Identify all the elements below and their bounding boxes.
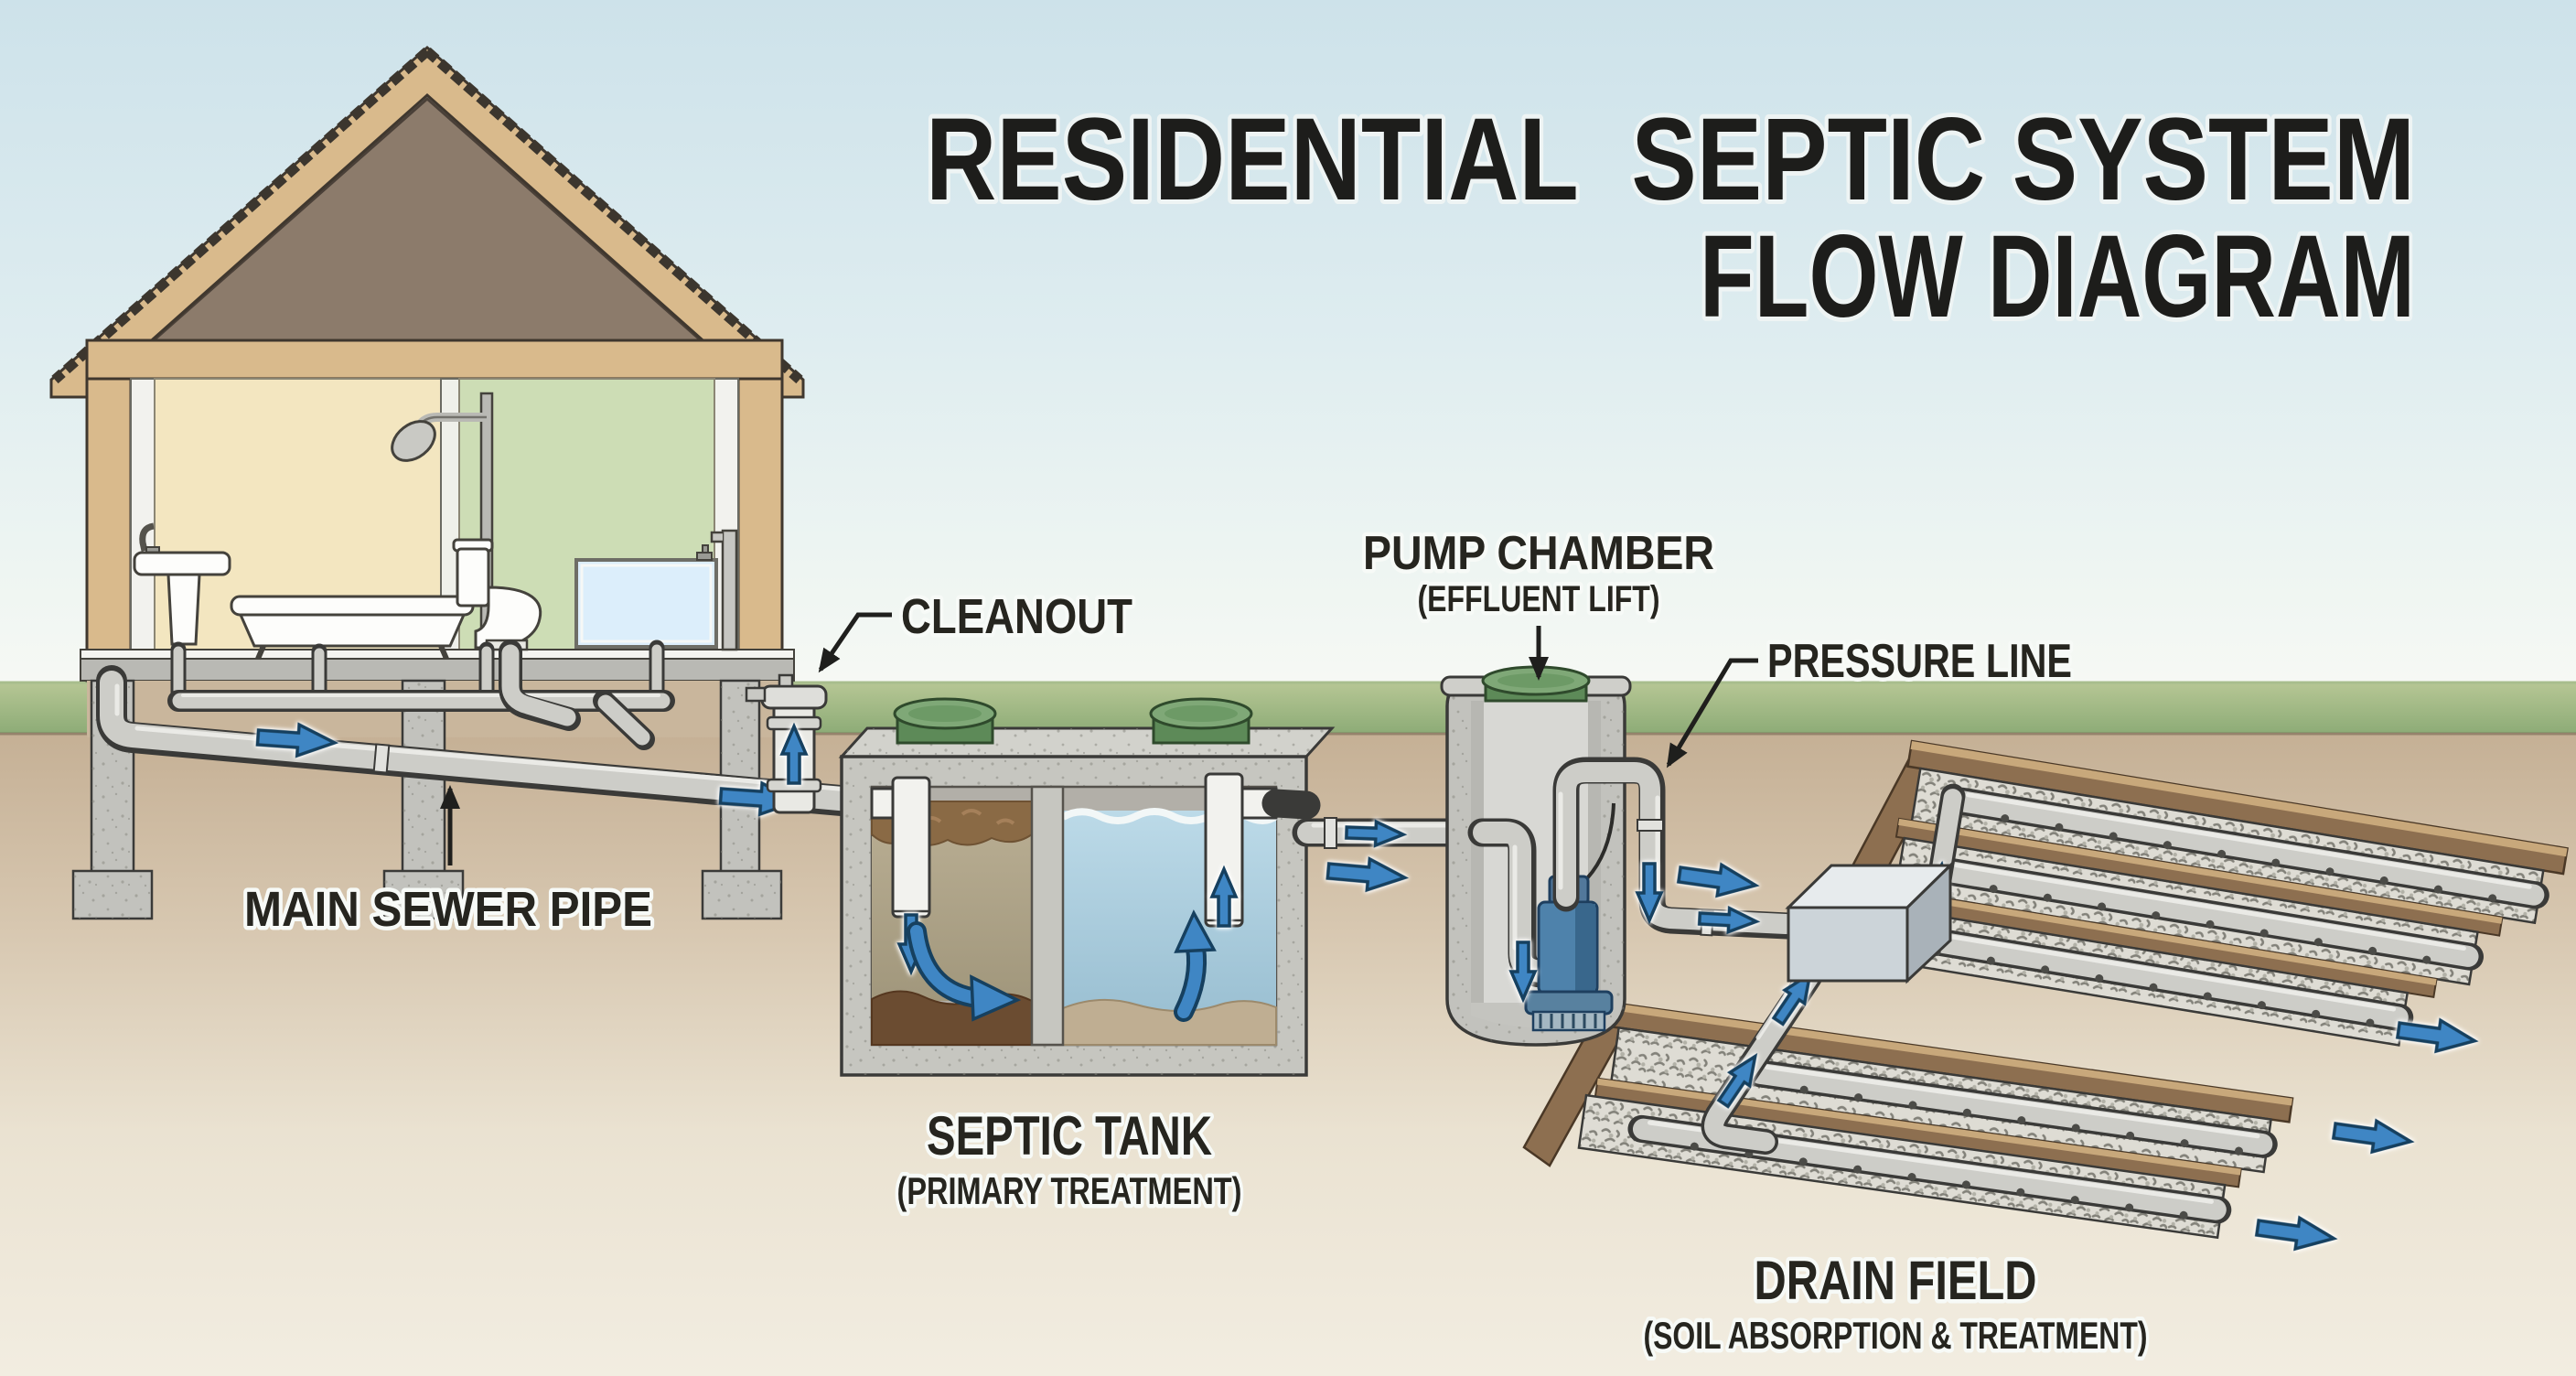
wall-top-band — [85, 339, 784, 381]
tank-lid — [1149, 697, 1253, 745]
pump-chamber-lid — [1481, 665, 1591, 703]
label-pressure-line: PRESSURE LINE — [1767, 635, 2072, 688]
pump-chamber — [1440, 665, 1801, 1047]
drain-field — [1522, 739, 2569, 1256]
tank-divider — [1030, 785, 1065, 1047]
inlet-baffle — [870, 776, 931, 919]
house — [49, 45, 805, 920]
label-main-sewer-pipe: MAIN SEWER PIPE — [244, 882, 652, 937]
vent-stack — [710, 529, 738, 651]
title-line1: RESIDENTIAL SEPTIC SYSTEM — [926, 94, 2415, 225]
toilet — [452, 538, 542, 651]
label-pump-chamber: PUMP CHAMBER — [1363, 527, 1714, 580]
labels: RESIDENTIAL SEPTIC SYSTEM FLOW DIAGRAM C… — [241, 90, 2420, 1361]
label-drain-field: DRAIN FIELD — [1755, 1250, 2037, 1311]
laundry-window — [574, 544, 718, 649]
house-drain-pipes — [167, 640, 675, 750]
septic-tank — [838, 697, 1336, 1077]
title-line2: FLOW DIAGRAM — [1700, 211, 2415, 342]
cleanout — [745, 673, 828, 814]
wall-right — [736, 377, 784, 683]
main-sewer-pipe — [96, 665, 887, 819]
label-drain-field-sub: (SOIL ABSORPTION & TREATMENT) — [1644, 1314, 2148, 1357]
label-pump-chamber-sub: (EFFLUENT LIFT) — [1418, 579, 1660, 619]
label-septic-tank: SEPTIC TANK — [927, 1105, 1212, 1166]
tank-lid — [893, 697, 997, 745]
tank-chamber-secondary — [1061, 808, 1279, 1046]
tank-circulation-arrows — [907, 909, 1217, 1022]
label-cleanout: CLEANOUT — [901, 589, 1132, 644]
wall-left — [85, 377, 133, 683]
label-septic-tank-sub: (PRIMARY TREATMENT) — [897, 1169, 1242, 1212]
pedestal-sink — [133, 522, 231, 646]
shower-head — [391, 420, 436, 462]
distribution-box — [1785, 862, 1954, 984]
